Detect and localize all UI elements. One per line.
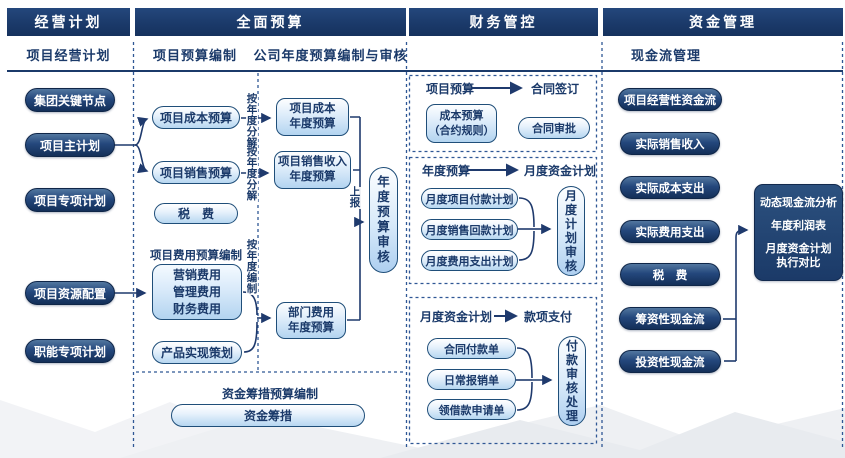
pill-group-key-nodes: 集团关键节点 [25,88,115,112]
capsule-annual-budget-review: 年度预算审核 [369,167,398,273]
label-monthly-fund-plan: 月度资金计划 [524,164,597,178]
subheader-underline [7,70,843,72]
label-arrows [468,81,523,323]
subheader-annual-budget-review: 公司年度预算编制与审核 [253,47,408,63]
box-cost-budget-contract-rules: 成本预算 （合约规则） [426,104,497,143]
subheader-cashflow-management: 现金流管理 [630,47,701,63]
capsule-annual-budget-review-text: 年度预算审核 [377,175,390,264]
label-payment: 款项支付 [524,310,573,324]
label-project-budget: 项目预算 [425,82,474,96]
analysis-line-annual-profit: 年度利润表 [771,219,826,232]
pill-monthly-sales-collection-plan: 月度销售回款计划 [421,219,518,240]
flow-arrows [114,112,749,411]
box-project-cost-annual-budget: 项目成本 年度预算 [276,98,349,136]
pill-project-cost-budget: 项目成本预算 [152,106,240,129]
pill-tax-fee: 税 费 [154,203,238,224]
pill-actual-sales-income: 实际销售收入 [620,132,720,155]
pill-actual-expense-payout: 实际费用支出 [620,220,720,243]
label-annual-decompose-2: 按年度分解 [246,146,258,202]
pill-daily-reimbursement-form: 日常报销单 [427,369,516,390]
pill-project-special-plan: 项目专项计划 [25,188,115,212]
label-project-expense-budgeting: 项目费用预算编制 [150,250,242,262]
box-department-expense-annual-budget: 部门费用 年度预算 [276,302,346,339]
box-dynamic-cashflow-analysis: 动态现金流分析 年度利润表 月度资金计划 执行对比 [754,184,843,281]
pill-project-operating-cashflow: 项目经营性资金流 [618,88,722,111]
pill-contract-approval: 合同审批 [518,117,590,139]
label-annual-budget: 年度预算 [421,164,470,178]
header-financial-control: 财务管控 [409,8,598,36]
pill-project-sales-budget: 项目销售预算 [152,161,240,184]
capsule-monthly-plan-review-text: 月度计划审核 [564,189,577,273]
pill-monthly-project-payment-plan: 月度项目付款计划 [421,188,518,209]
pill-actual-cost-payout: 实际成本支出 [620,176,720,199]
header-business-planning: 经营计划 [7,8,130,36]
pill-monthly-expense-payout-plan: 月度费用支出计划 [421,250,518,271]
label-annual-decompose-1: 按年度分解 [246,93,258,149]
box-project-sales-income-annual-budget: 项目销售收入 年度预算 [274,151,351,189]
pill-product-realization-planning: 产品实现策划 [152,341,242,364]
label-submit: 上报 [349,186,361,209]
subheader-project-business-plan: 项目经营计划 [26,47,111,63]
pill-project-master-plan: 项目主计划 [25,133,115,157]
label-annual-compile: 按年度编制 [246,239,258,295]
label-fund-raising-budgeting: 资金筹措预算编制 [221,386,318,401]
label-monthly-fund-plan-2: 月度资金计划 [420,310,493,324]
box-expense-items: 营销费用 管理费用 财务费用 [152,264,242,320]
pill-project-resource-allocation: 项目资源配置 [25,281,115,305]
capsule-payment-review-processing: 付款审核处理 [558,336,586,426]
capsule-monthly-plan-review: 月度计划审核 [557,186,585,276]
pill-loan-application-form: 领借款申请单 [427,399,516,420]
pill-tax-fee-actual: 税 费 [620,263,720,286]
capsule-payment-review-processing-text: 付款审核处理 [565,339,578,423]
analysis-line-dynamic-cashflow: 动态现金流分析 [760,196,837,209]
pill-contract-payment-form: 合同付款单 [427,338,516,359]
pill-fund-raising: 资金筹措 [171,404,365,427]
pill-investing-cashflow: 投资性现金流 [619,350,721,373]
label-contract-signing: 合同签订 [530,82,579,96]
header-comprehensive-budget: 全面预算 [135,8,406,36]
pill-financing-cashflow: 筹资性现金流 [619,307,721,330]
pill-functional-special-plan: 职能专项计划 [25,339,115,363]
analysis-line-monthly-plan-comparison: 月度资金计划 执行对比 [765,242,832,269]
header-fund-management: 资金管理 [603,8,843,36]
subheader-project-budgeting: 项目预算编制 [152,47,237,63]
